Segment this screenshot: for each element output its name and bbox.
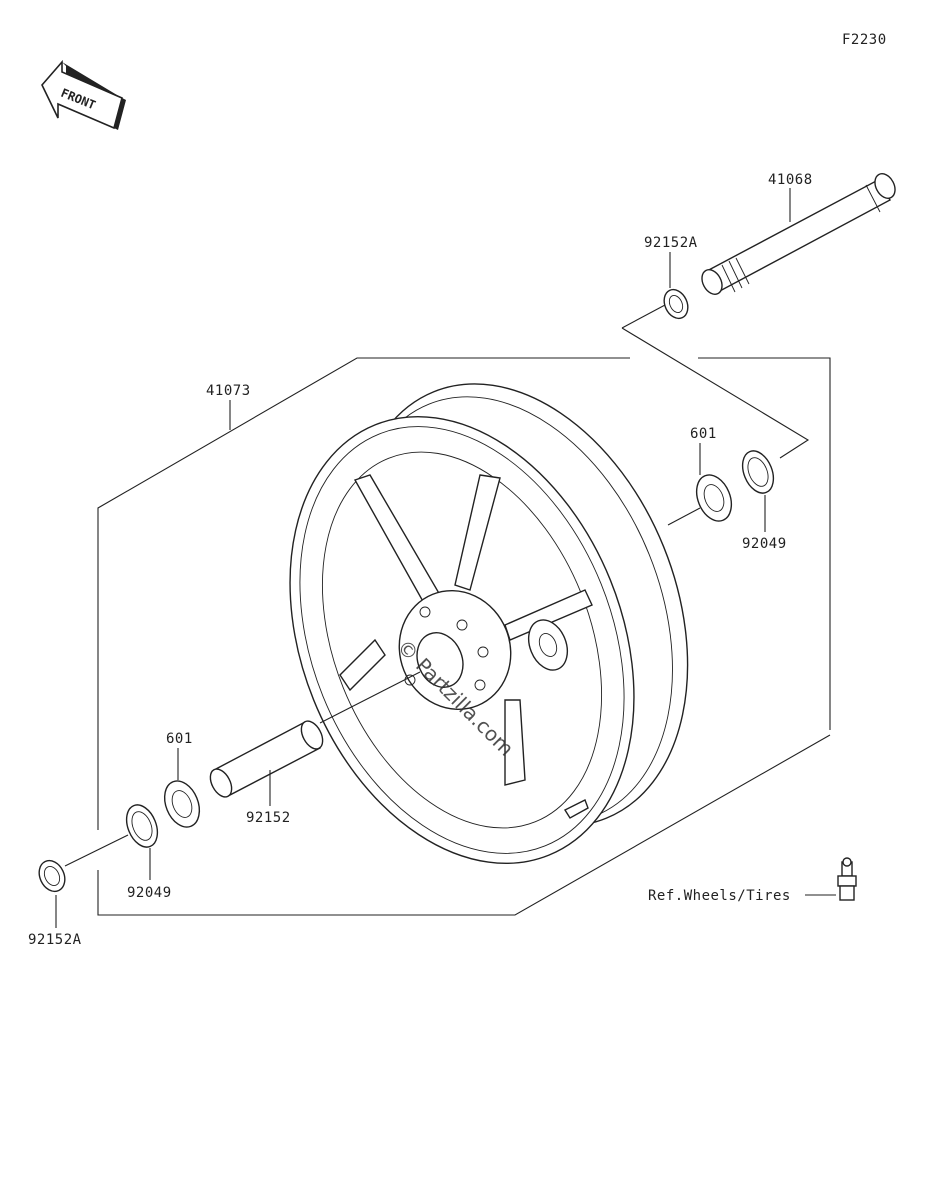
bearing-right-drawing xyxy=(695,474,733,522)
leader-bearing-right-axis xyxy=(667,507,701,526)
label-seal-right: 92049 xyxy=(742,536,787,552)
label-collar-left: 92152A xyxy=(28,932,82,948)
label-spacer: 92152 xyxy=(246,810,291,826)
seal-left-drawing xyxy=(125,804,159,848)
reference-note: Ref.Wheels/Tires xyxy=(648,888,791,904)
label-wheel: 41073 xyxy=(206,383,251,399)
front-arrow-icon: FRONT xyxy=(41,59,126,130)
axle-drawing xyxy=(701,173,896,295)
wheel-drawing xyxy=(289,383,689,865)
label-bearing-right: 601 xyxy=(690,426,717,442)
label-seal-left: 92049 xyxy=(127,885,172,901)
bearing-left-drawing xyxy=(163,780,201,828)
collar-right-drawing xyxy=(663,288,689,320)
seal-right-drawing xyxy=(741,450,775,494)
leader-spacer-axis xyxy=(319,671,421,724)
valve-stem-icon xyxy=(837,857,857,901)
figure-code: F2230 xyxy=(842,32,887,48)
leader-collar-left-axis xyxy=(64,834,129,867)
assembly-frame-lines xyxy=(97,304,831,916)
label-collar-right: 92152A xyxy=(644,235,698,251)
label-bearing-left: 601 xyxy=(166,731,193,747)
spacer-drawing xyxy=(209,720,324,798)
label-axle: 41068 xyxy=(768,172,813,188)
collar-left-drawing xyxy=(38,859,66,893)
